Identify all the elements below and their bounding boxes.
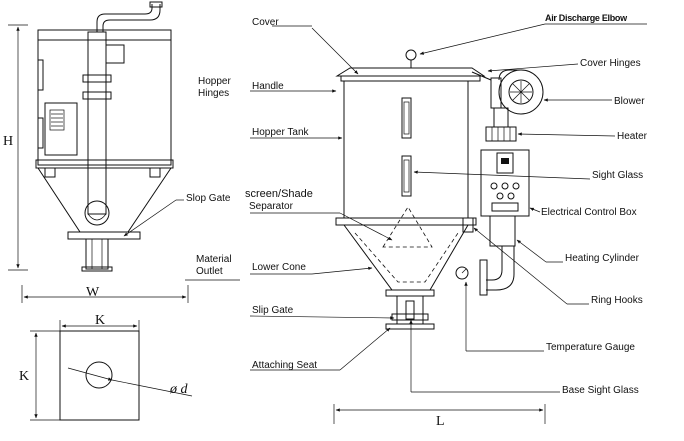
label-handle: Handle xyxy=(252,81,284,92)
dimension-k-top: K xyxy=(95,313,105,328)
label-heating-cylinder: Heating Cylinder xyxy=(565,253,640,264)
dimension-h: H xyxy=(3,134,13,149)
label-air-discharge-elbow: Air Discharge Elbow xyxy=(545,13,628,23)
label-blower: Blower xyxy=(614,96,645,107)
base-plan-drawing xyxy=(30,320,193,421)
dimension-d: ø d xyxy=(169,382,189,397)
label-sight-glass: Sight Glass xyxy=(592,170,643,181)
dimension-k-side: K xyxy=(19,369,29,384)
front-view-drawing xyxy=(8,1,189,303)
label-slip-gate: Slip Gate xyxy=(252,305,294,316)
label-screen-shade-line1: screen/Shade xyxy=(245,188,313,200)
leader-lines xyxy=(123,23,647,393)
label-material-outlet-line1: Material xyxy=(196,254,232,265)
dimension-l: L xyxy=(436,414,445,429)
label-screen-shade-line2: Separator xyxy=(249,201,294,212)
label-cover: Cover xyxy=(252,17,279,28)
label-attaching-seat: Attaching Seat xyxy=(252,360,317,371)
dimension-w: W xyxy=(86,285,100,300)
label-base-sight-glass: Base Sight Glass xyxy=(562,385,639,396)
label-hopper-hinges-line2: Hinges xyxy=(198,88,229,99)
label-cover-hinges: Cover Hinges xyxy=(580,58,641,69)
dimension-labels: H W K K ø d L xyxy=(3,134,445,429)
label-slop-gate: Slop Gate xyxy=(186,193,231,204)
label-ring-hooks: Ring Hooks xyxy=(591,295,643,306)
label-electrical-control-box: Electrical Control Box xyxy=(541,207,637,218)
label-heater: Heater xyxy=(617,131,648,142)
callout-labels: Cover Air Discharge Elbow Cover Hinges H… xyxy=(186,13,648,396)
label-material-outlet-line2: Outlet xyxy=(196,266,223,277)
label-lower-cone: Lower Cone xyxy=(252,262,306,273)
label-hopper-hinges-line1: Hopper xyxy=(198,76,231,87)
main-dryer-drawing xyxy=(333,49,546,424)
label-hopper-tank: Hopper Tank xyxy=(252,127,310,138)
label-temperature-gauge: Temperature Gauge xyxy=(546,342,635,353)
